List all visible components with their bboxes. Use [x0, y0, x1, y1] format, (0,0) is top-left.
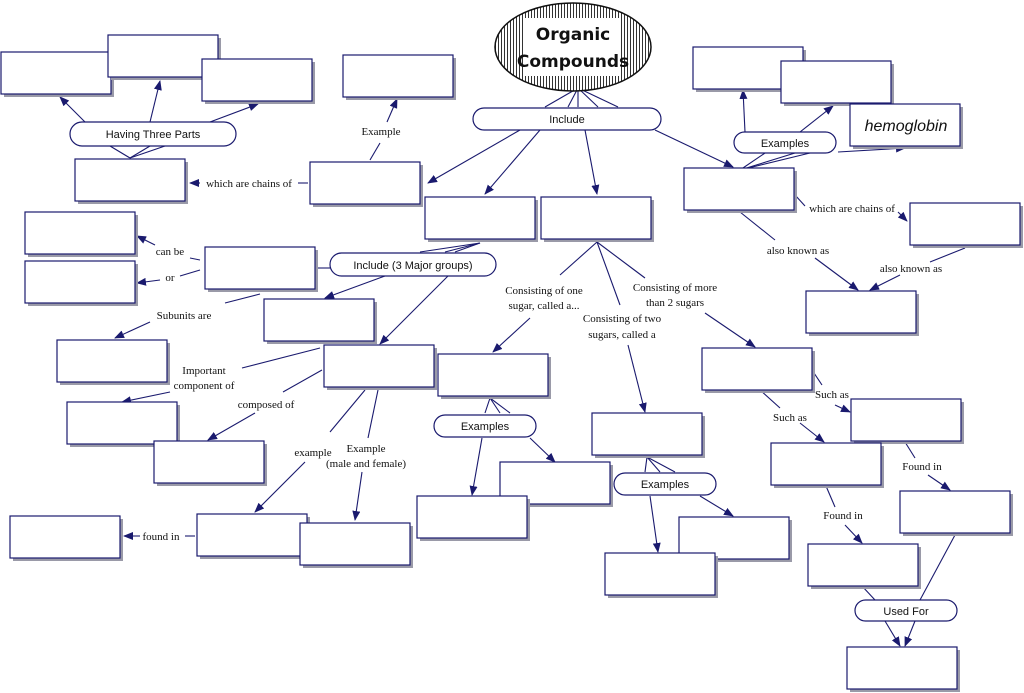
label-which-are-chains-of-right: which are chains of — [809, 203, 895, 215]
pill-examples-di: Examples — [613, 472, 717, 496]
label-which-are-chains-of-left: which are chains of — [206, 178, 292, 190]
label-example-lipid: example — [294, 447, 331, 459]
box-found-2 — [807, 543, 921, 589]
box-lipid-group-2 — [323, 344, 437, 390]
label-can-be: can be — [156, 246, 185, 258]
link-labels: Example which are chains of which are ch… — [143, 126, 943, 543]
box-peptide — [805, 290, 919, 336]
label-also-known-as-1: also known as — [767, 245, 829, 257]
pill-include: Include — [472, 107, 662, 131]
box-top-center — [342, 54, 456, 100]
box-found-in-left — [9, 515, 123, 561]
label-poly-2: than 2 sugars — [646, 297, 704, 309]
box-top-left-3 — [201, 58, 315, 104]
box-hemoglobin — [849, 103, 963, 149]
box-mono-ex-2 — [416, 495, 530, 541]
pill-examples-di-label: Examples — [641, 479, 690, 491]
label-mono-2: sugar, called a... — [508, 300, 579, 312]
box-subunit — [56, 339, 170, 385]
label-such-as-1: Such as — [815, 389, 849, 401]
box-top-left-2 — [107, 34, 221, 80]
box-steroid — [196, 513, 310, 559]
box-used-for — [846, 646, 960, 692]
label-example-mf-1: Example — [346, 443, 385, 455]
label-di-1: Consisting of two — [583, 313, 662, 325]
box-lipid — [424, 196, 538, 242]
box-monosaccharide — [437, 353, 551, 399]
label-found-in-2: Found in — [823, 510, 863, 522]
pill-include-3-major-label: Include (3 Major groups) — [353, 260, 472, 272]
box-protein — [683, 167, 797, 213]
box-can-be-2 — [24, 260, 138, 306]
pill-having-three-parts: Having Three Parts — [69, 121, 237, 147]
label-found-in-1: Found in — [902, 461, 942, 473]
label-such-as-2: Such as — [773, 412, 807, 424]
box-top-left-1 — [0, 51, 114, 97]
box-hemoglobin-text: hemoglobin — [865, 118, 948, 135]
box-hormone — [299, 522, 413, 568]
pill-examples-protein: Examples — [733, 131, 837, 154]
pill-having-three-parts-label: Having Three Parts — [106, 129, 201, 141]
box-fat — [204, 246, 318, 292]
box-di-ex-1 — [678, 516, 792, 562]
label-composed-of: composed of — [238, 399, 295, 411]
label-example-top: Example — [361, 126, 400, 138]
connectors — [59, 80, 966, 647]
label-di-2: sugars, called a — [588, 329, 656, 341]
pill-used-for-label: Used For — [883, 606, 929, 618]
label-subunits-are: Subunits are — [157, 310, 212, 322]
pill-examples-mono: Examples — [433, 414, 537, 438]
box-poly-ex-2 — [770, 442, 884, 488]
label-important-2: component of — [174, 380, 235, 392]
box-found-1 — [899, 490, 1013, 536]
box-nucleic-acid — [309, 161, 423, 207]
pill-used-for: Used For — [854, 599, 958, 622]
box-poly-ex-1 — [850, 398, 964, 444]
box-composed-of — [153, 440, 267, 486]
label-example-mf-2: (male and female) — [326, 458, 406, 470]
title-line-2: Compounds — [517, 52, 629, 72]
box-nucleotide — [74, 158, 188, 204]
concept-boxes — [0, 34, 1023, 692]
label-mono-1: Consisting of one — [505, 285, 583, 297]
label-poly-1: Consisting of more — [633, 282, 717, 294]
title-oval: Organic Compounds — [494, 2, 652, 92]
box-lipid-group-1 — [263, 298, 377, 344]
pill-examples-mono-label: Examples — [461, 421, 510, 433]
box-protein-ex-2 — [780, 60, 894, 106]
box-important-of — [66, 401, 180, 447]
box-carbohydrate — [540, 196, 654, 242]
pill-include-3-major: Include (3 Major groups) — [329, 252, 497, 277]
pill-examples-protein-label: Examples — [761, 138, 810, 150]
box-di-ex-2 — [604, 552, 718, 598]
label-or: or — [165, 272, 175, 284]
box-can-be-1 — [24, 211, 138, 257]
box-amino-acid — [909, 202, 1023, 248]
box-disaccharide — [591, 412, 705, 458]
box-polysaccharide — [701, 347, 815, 393]
label-also-known-as-2: also known as — [880, 263, 942, 275]
pill-include-label: Include — [549, 114, 584, 126]
label-important-1: Important — [182, 365, 225, 377]
title-line-1: Organic — [536, 25, 610, 45]
label-found-in-left: found in — [143, 531, 180, 543]
